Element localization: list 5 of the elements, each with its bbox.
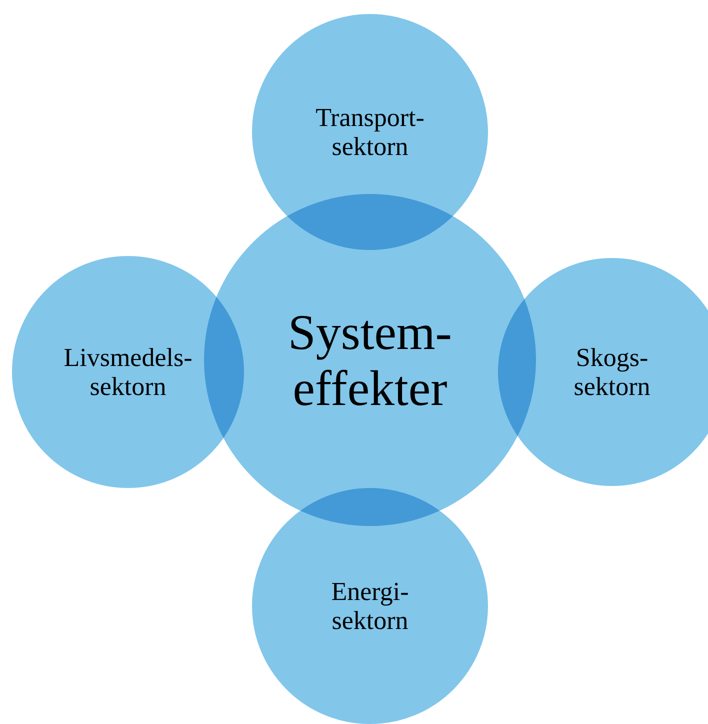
node-label: Transport- sektorn [316, 102, 424, 162]
node-label: Livsmedels- sektorn [64, 342, 192, 402]
node-label: Energi- sektorn [331, 576, 409, 636]
node-label: Skogs- sektorn [574, 342, 650, 402]
node-label: System- effekter [288, 304, 452, 416]
